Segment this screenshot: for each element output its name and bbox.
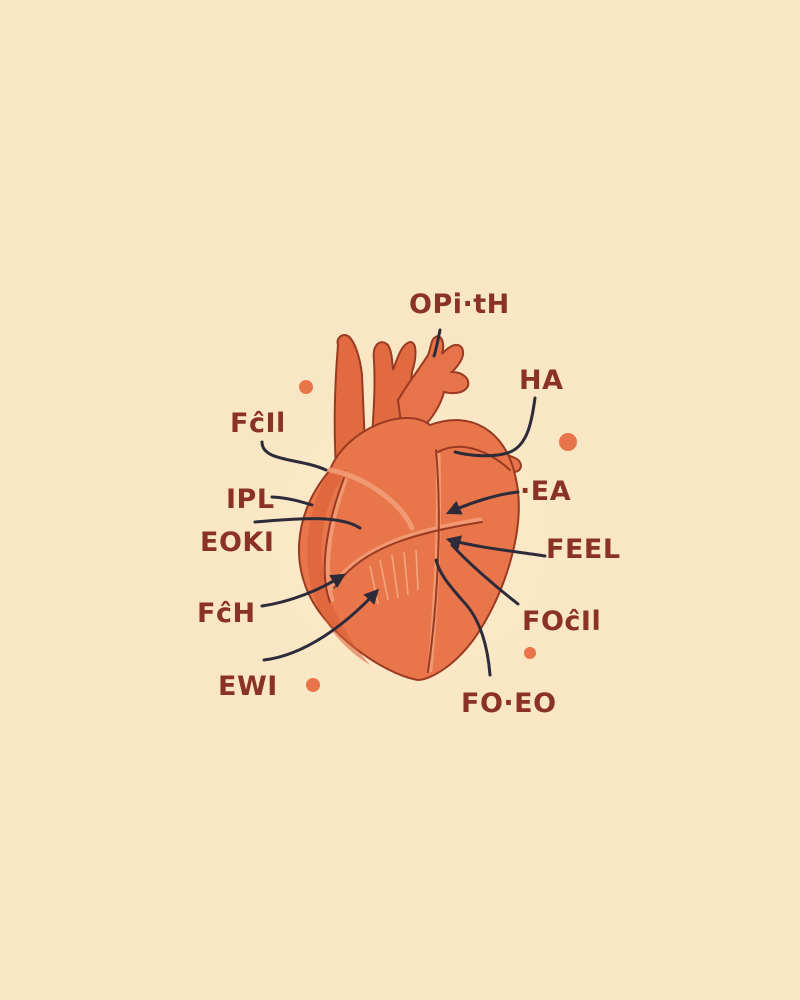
label-left-bottom: EWI <box>218 671 278 702</box>
decor-dot <box>524 647 536 659</box>
label-right-lower: FOĉIl <box>522 606 601 637</box>
label-right-upper: ·EA <box>520 476 571 507</box>
leader-left-mid-lower <box>253 517 362 530</box>
label-right-mid: FEEL <box>546 534 621 565</box>
decor-dot <box>306 678 320 692</box>
decor-dot <box>559 433 577 451</box>
leader-left-upper <box>260 440 328 472</box>
label-left-mid-lower: EOKI <box>200 527 274 558</box>
label-left-upper: FĉIl <box>230 408 286 439</box>
leader-right-lower <box>450 543 520 606</box>
heart-outlines <box>323 445 511 673</box>
leader-right-mid <box>445 535 547 558</box>
leader-right-upper <box>445 490 520 515</box>
decor-dot <box>299 380 313 394</box>
leader-left-mid <box>270 495 314 507</box>
leader-top-right <box>453 396 537 458</box>
label-bottom-right: FO·EO <box>461 688 557 719</box>
labels: OPi·tH HA FĉIl ·EA IPL EOKI FEEL FĉH FOĉ… <box>197 289 621 719</box>
label-top-right: HA <box>519 365 564 396</box>
leader-left-lower <box>260 573 346 608</box>
leader-lines <box>253 328 547 677</box>
leader-left-bottom <box>262 588 380 662</box>
label-left-lower: FĉH <box>197 598 256 629</box>
leader-top-center <box>432 328 442 358</box>
label-top-center: OPi·tH <box>409 289 510 320</box>
label-left-mid: IPL <box>226 484 275 515</box>
leader-bottom-right <box>434 558 492 677</box>
